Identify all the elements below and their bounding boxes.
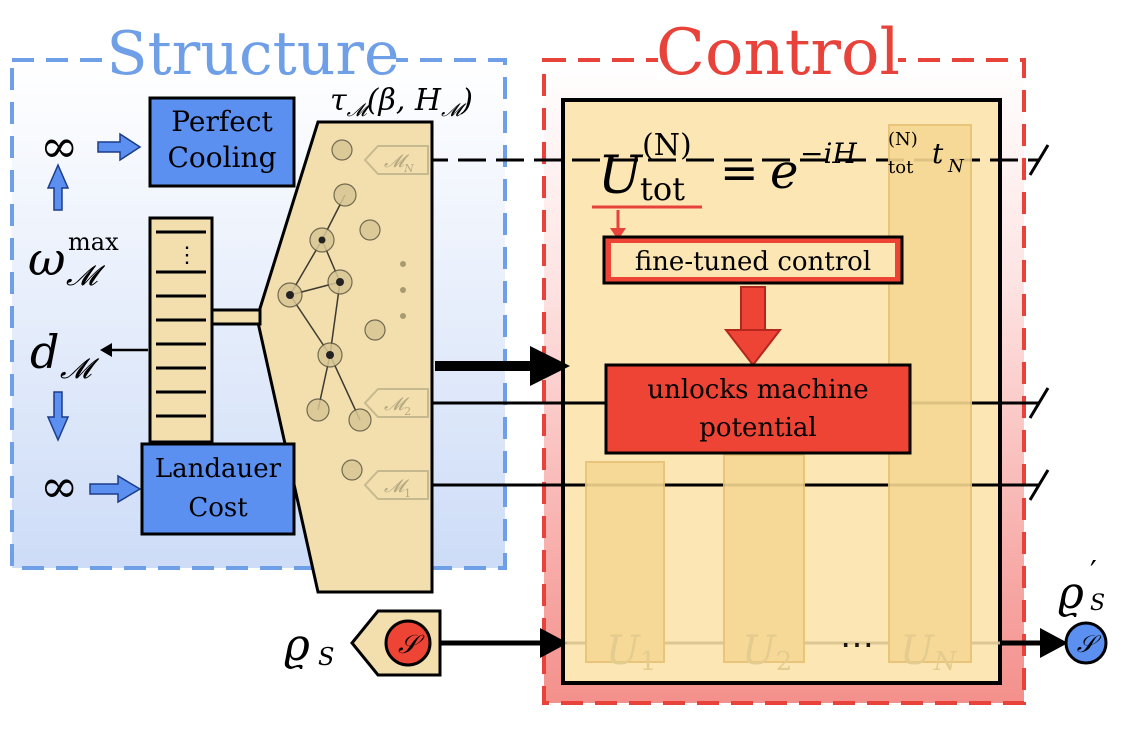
arrow-down-d <box>46 391 70 442</box>
slash-n <box>1028 144 1050 176</box>
unlocks-line-2: potential <box>699 413 816 443</box>
register-tag-1-label: 𝓜1 <box>384 476 411 500</box>
net-node <box>306 398 330 422</box>
core-node <box>336 278 344 286</box>
system-output-circle <box>1064 621 1108 665</box>
big-red-arrow-shaft <box>740 286 766 336</box>
unitary-sub: tot <box>640 170 685 208</box>
structure-to-control-arrowhead <box>530 346 570 386</box>
arrow-right-cooling <box>97 132 142 162</box>
system-input-circle <box>384 619 432 667</box>
system-arrow-in <box>540 628 568 658</box>
gate-2-label: U2 <box>742 628 792 677</box>
big-red-arrow-head <box>723 329 783 367</box>
unlocks-line-1: unlocks machine <box>647 375 868 405</box>
blue-arrows <box>46 132 142 504</box>
slash-2 <box>1028 387 1050 419</box>
energy-levels <box>156 230 206 418</box>
unitary-u: U <box>598 146 644 206</box>
dot <box>400 287 406 293</box>
net-node <box>359 219 381 241</box>
tau-label: τ𝓜(β, H𝓜) <box>330 83 473 121</box>
rho-out-prime: ′ <box>1090 555 1097 590</box>
small-red-arrowhead <box>610 228 626 240</box>
gate-1-label: U1 <box>606 628 656 677</box>
landauer-cost-line-2: Cost <box>188 493 248 523</box>
system-arrow-out <box>1040 628 1068 658</box>
levels-vdots: ⋮ <box>176 243 198 268</box>
net-node <box>364 319 386 341</box>
machine-core-nodes <box>286 236 344 359</box>
fine-tuned-inner <box>611 243 895 277</box>
register-dots <box>400 261 406 319</box>
rho-in-sub: S <box>318 643 334 671</box>
dot <box>400 313 406 319</box>
register-tag-n-label: 𝓜N <box>384 151 414 175</box>
slash-1 <box>1028 469 1050 501</box>
net-node <box>333 183 357 207</box>
dot <box>400 261 406 267</box>
core-node <box>318 236 326 244</box>
core-node <box>326 351 334 359</box>
core-node <box>286 291 294 299</box>
register-tags: 𝓜N 𝓜2 𝓜1 <box>363 145 429 500</box>
gate-n-label: UN <box>900 628 958 677</box>
rho-out-sub: S <box>1090 591 1105 616</box>
omega-label: ω <box>28 232 66 286</box>
perfect-cooling-line-1: Perfect <box>171 105 273 138</box>
infinity-bottom: ∞ <box>40 459 78 513</box>
rho-in: ϱ <box>284 620 310 671</box>
exp-t-sub: N <box>947 156 965 177</box>
arrow-up-omega <box>46 163 70 211</box>
fine-tuned-label: fine-tuned control <box>635 247 871 277</box>
control-title-bg <box>658 15 898 80</box>
register-tag-2-label: 𝓜2 <box>384 394 411 418</box>
energy-levels-box <box>148 216 214 444</box>
net-node <box>341 459 363 481</box>
unlocks-box <box>604 363 912 455</box>
infinity-top: ∞ <box>40 119 78 173</box>
control-title: Control <box>656 16 900 90</box>
equals-sign: = <box>720 145 759 199</box>
perfect-cooling-line-2: Cooling <box>167 141 276 174</box>
levels-connector <box>210 308 262 326</box>
structure-title-bg <box>110 20 396 80</box>
exp-sup: (N) <box>888 129 918 150</box>
gate-2 <box>723 454 805 663</box>
perfect-cooling-box <box>148 96 296 188</box>
net-node <box>331 139 353 161</box>
rho-out: ϱ <box>1058 568 1084 619</box>
gates: U1 U2 UN ⋯ <box>565 124 1000 677</box>
structure-title: Structure <box>106 19 399 89</box>
register-tag-1 <box>363 470 429 500</box>
register-tag-2 <box>363 388 429 418</box>
d-arrowhead <box>100 343 112 357</box>
arrow-right-landauer <box>89 474 142 504</box>
exp-sub: tot <box>888 157 914 178</box>
exp-base: e <box>770 144 798 200</box>
omega-sup: max <box>68 228 119 256</box>
unitary-equation: U (N) tot = e −iH (N) tot t N <box>592 128 965 209</box>
gate-dots: ⋯ <box>840 625 874 665</box>
unitary-sup: (N) <box>642 128 692 163</box>
d-label: d <box>30 325 59 379</box>
net-node <box>348 408 372 432</box>
landauer-cost-box <box>140 442 296 536</box>
gate-1 <box>585 461 665 663</box>
exp-t: t <box>932 137 944 170</box>
register-tag-n <box>363 145 429 175</box>
landauer-cost-line-1: Landauer <box>155 454 282 484</box>
exp-prefix: −iH <box>800 137 857 170</box>
